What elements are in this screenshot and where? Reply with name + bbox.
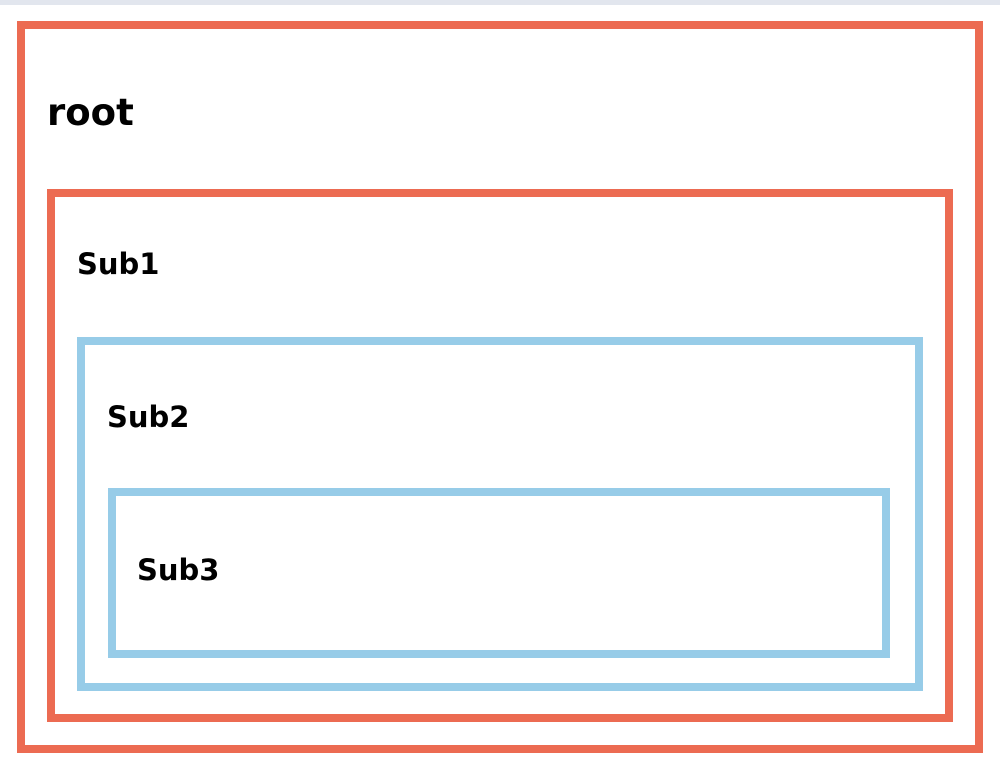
container-box-sub2[interactable] xyxy=(77,337,923,691)
container-label-root: root xyxy=(47,91,134,134)
top-edge-strip xyxy=(0,0,1000,5)
container-label-sub1: Sub1 xyxy=(77,247,160,281)
container-label-sub3: Sub3 xyxy=(137,553,220,587)
container-label-sub2: Sub2 xyxy=(107,400,190,434)
container-box-sub3[interactable] xyxy=(108,488,890,658)
container-box-sub1[interactable] xyxy=(47,189,953,722)
container-box-root[interactable] xyxy=(17,21,983,753)
